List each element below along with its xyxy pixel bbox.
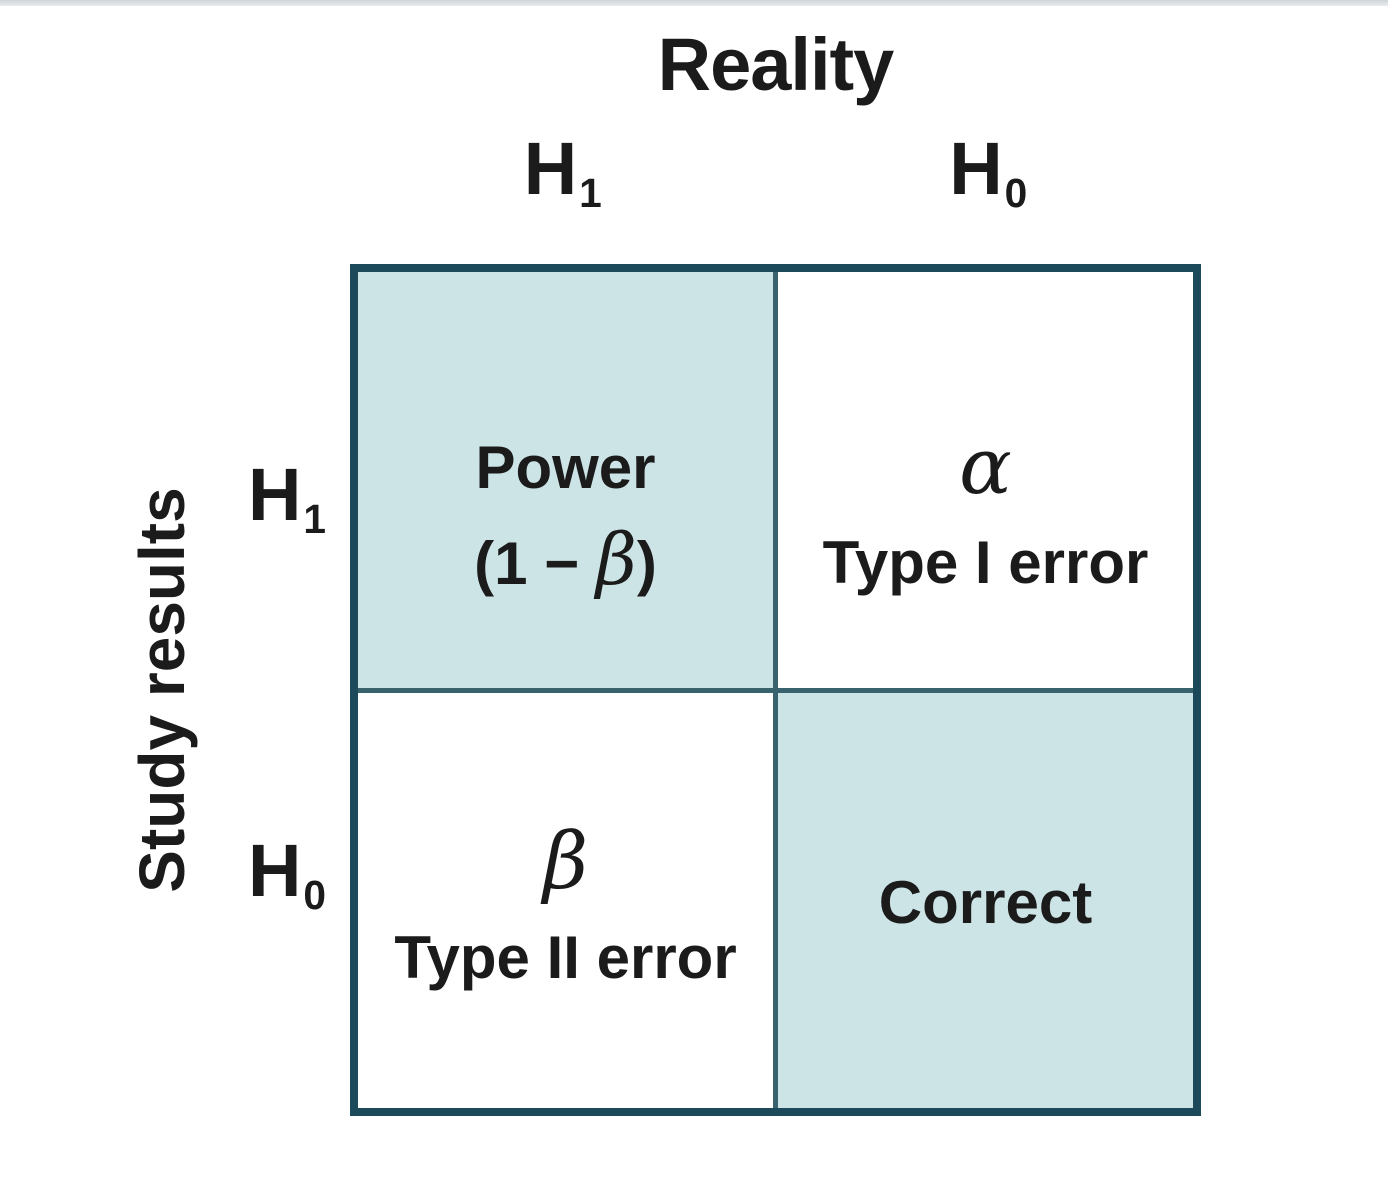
col-header-h0-base: H	[949, 127, 1003, 210]
beta-symbol: β	[542, 817, 589, 908]
type1-error-label: Type I error	[822, 528, 1149, 596]
col-header-h0: H0	[776, 126, 1202, 217]
row-header-h1-subscript: 1	[303, 496, 327, 543]
cell-type2-error: β Type II error	[358, 692, 773, 1108]
row-header-h1: H1	[212, 452, 362, 543]
beta-symbol-inline: β	[595, 517, 637, 601]
col-header-h1-base: H	[523, 127, 578, 210]
power-label: Power	[475, 433, 656, 501]
col-header-h1: H1	[350, 126, 776, 217]
cell-type1-error: α Type I error	[778, 272, 1193, 688]
column-axis-title: Reality	[657, 23, 895, 106]
column-headers-row: H1 H0	[350, 126, 1201, 217]
cell-correct: Correct	[778, 692, 1193, 1108]
power-formula: (1 − β)	[474, 516, 657, 612]
alpha-symbol: α	[959, 421, 1012, 512]
top-edge-strip	[0, 0, 1388, 6]
power-formula-suffix: )	[636, 529, 657, 597]
col-header-h1-subscript: 1	[579, 170, 602, 217]
row-header-h0-subscript: 0	[303, 872, 327, 919]
matrix-grid: Power (1 − β) α Type I error β Type II e…	[350, 264, 1201, 1116]
row-axis-title: Study results	[126, 487, 198, 893]
row-header-h1-base: H	[247, 453, 302, 536]
row-header-h0: H0	[212, 828, 362, 919]
type2-error-label: Type II error	[394, 924, 737, 992]
row-header-h0-base: H	[247, 829, 302, 912]
col-header-h0-subscript: 0	[1004, 170, 1028, 217]
correct-label: Correct	[878, 869, 1093, 937]
cell-power: Power (1 − β)	[358, 272, 773, 688]
power-formula-prefix: (1 −	[474, 529, 596, 597]
